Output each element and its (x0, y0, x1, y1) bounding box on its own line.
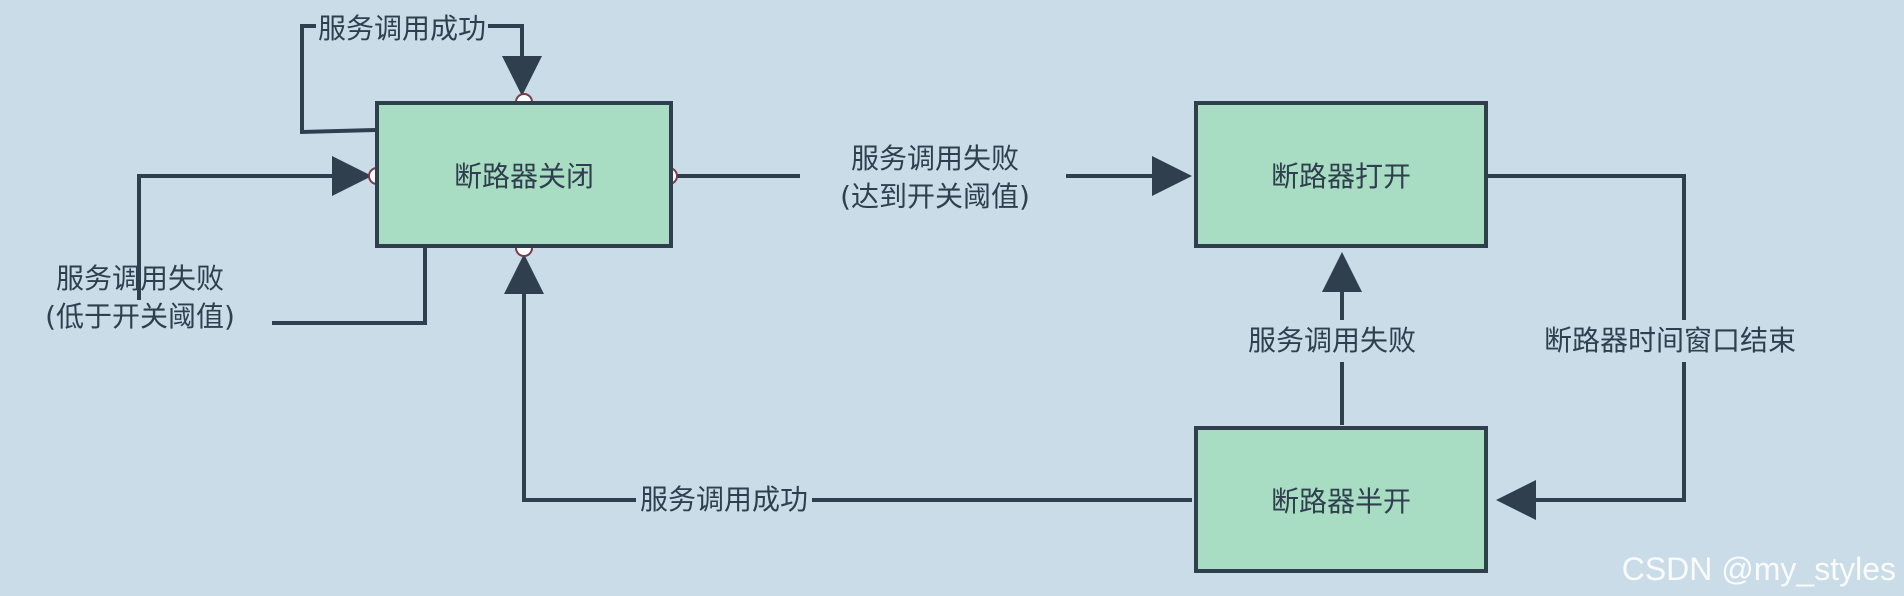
label-fail-below-line2: (低于开关阈值) (45, 300, 235, 333)
edge-half-to-closed (504, 254, 1192, 502)
state-closed-label: 断路器关闭 (453, 159, 594, 193)
label-fail-reach-line2: (达到开关阈值) (840, 180, 1030, 213)
label-fail-below: 服务调用失败 (低于开关阈值) (30, 260, 250, 336)
watermark: CSDN @my_styles (1621, 551, 1896, 587)
edge-success-loop (300, 24, 542, 135)
state-open-label: 断路器打开 (1270, 159, 1411, 193)
label-half-success: 服务调用成功 (636, 481, 813, 519)
label-fail-reach: 服务调用失败 (达到开关阈值) (815, 140, 1055, 216)
edge-fail-below-out (272, 247, 427, 325)
state-open: 断路器打开 (1194, 101, 1488, 248)
label-fail-below-line1: 服务调用失败 (55, 262, 224, 295)
label-window-end: 断路器时间窗口结束 (1540, 320, 1801, 362)
state-half-open-label: 断路器半开 (1270, 484, 1411, 518)
label-half-fail: 服务调用失败 (1244, 320, 1421, 362)
state-closed: 断路器关闭 (375, 101, 673, 248)
edge-fail-below-in (137, 156, 372, 300)
state-half-open: 断路器半开 (1194, 426, 1488, 573)
label-success-loop: 服务调用成功 (316, 10, 489, 48)
label-fail-reach-line1: 服务调用失败 (850, 142, 1019, 175)
